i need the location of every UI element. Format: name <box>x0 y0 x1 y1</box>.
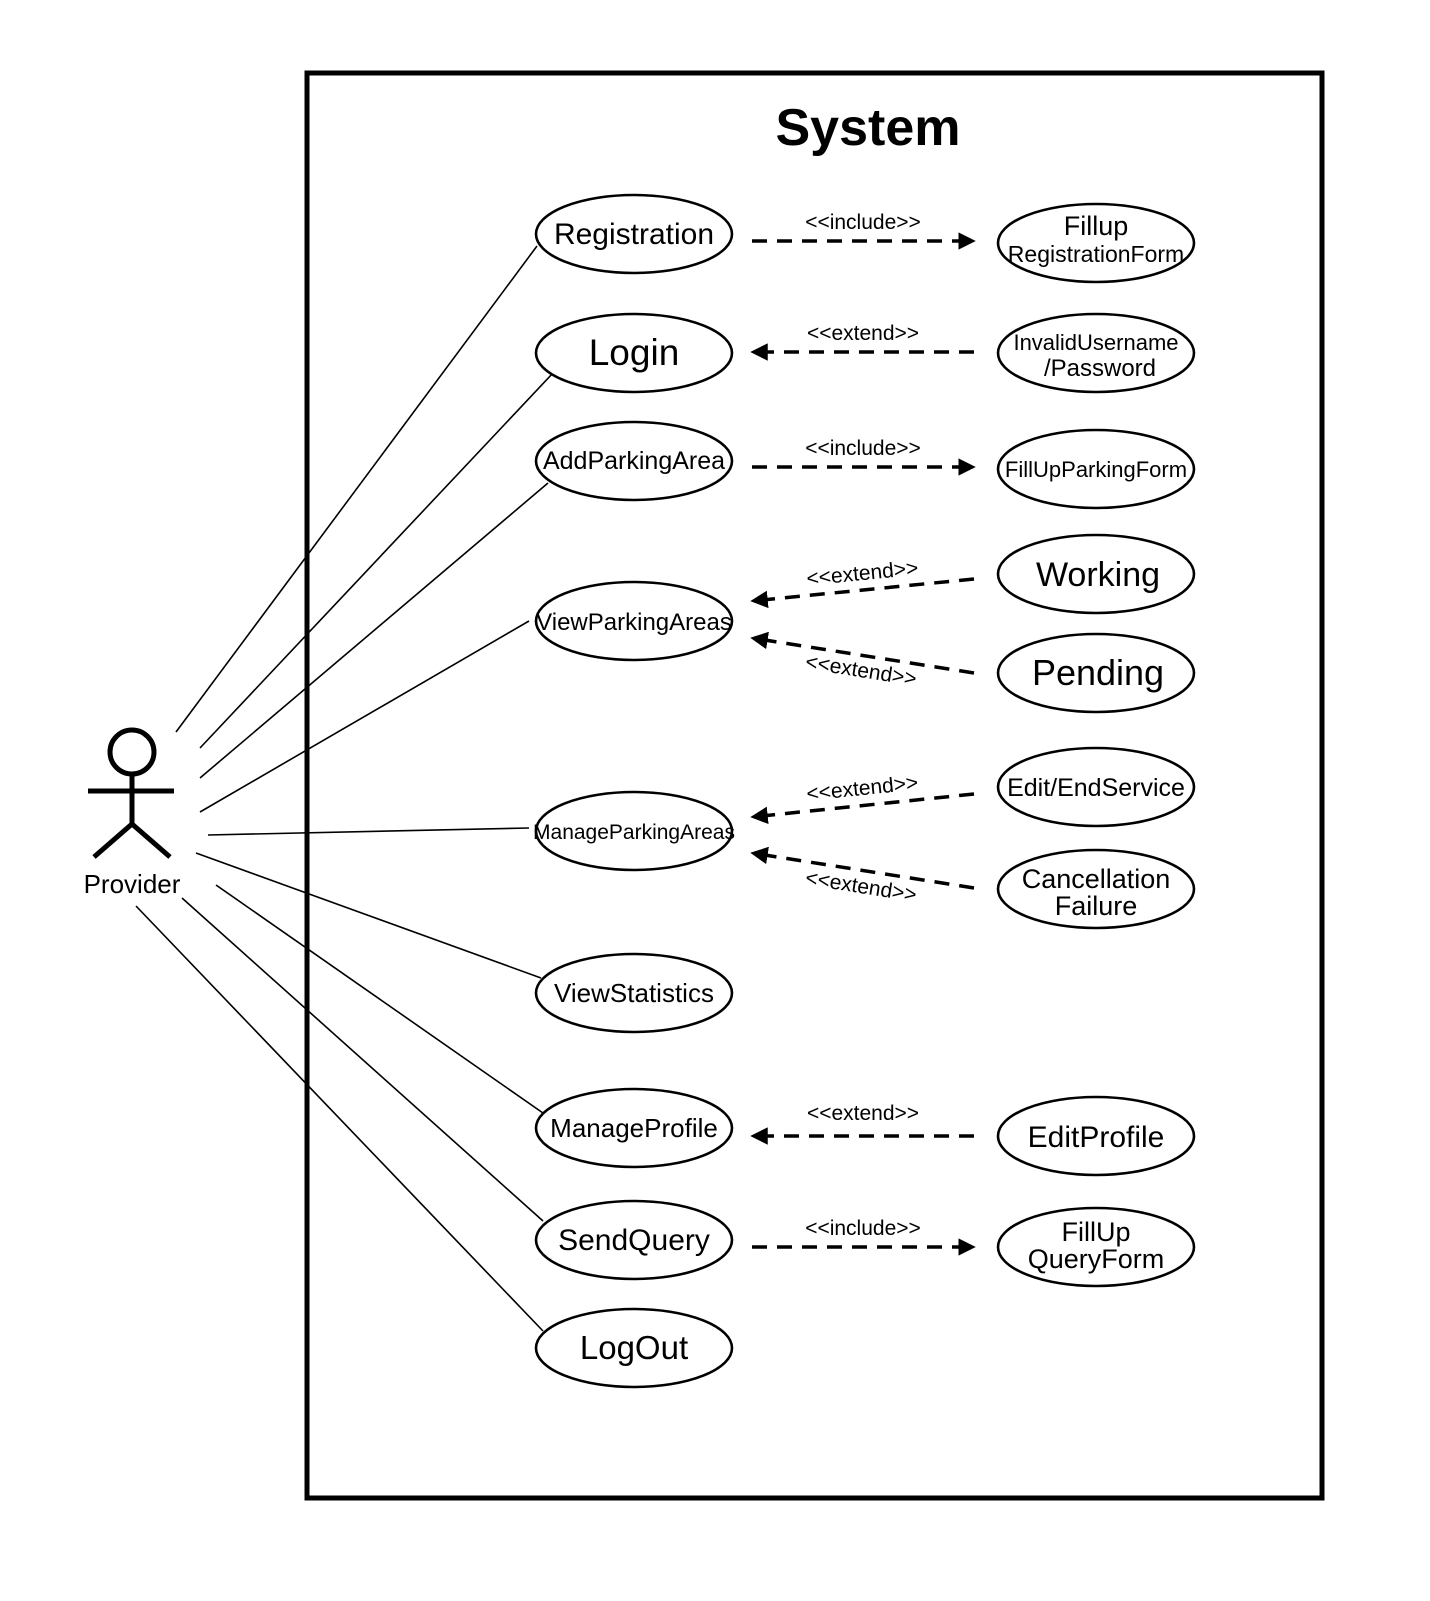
association-lines <box>135 245 554 1332</box>
use-case-label-line-2: RegistrationForm <box>1008 241 1184 267</box>
extend-arrow-working <box>750 577 975 609</box>
actor-provider: Provider <box>84 727 181 899</box>
use-case-ellipse <box>996 428 1196 510</box>
use-case-login[interactable]: Login <box>534 312 734 394</box>
dependency-arrows: <<include>> <<extend>> <<include>> <<ext… <box>750 211 976 1256</box>
association-send-query <box>181 897 544 1222</box>
use-case-ellipse <box>996 1206 1196 1288</box>
actor-left-leg <box>92 822 134 859</box>
use-case-ellipse <box>534 312 734 394</box>
actor-label: Provider <box>84 869 181 899</box>
use-case-label: SendQuery <box>558 1224 710 1257</box>
use-case-ellipse <box>996 202 1196 284</box>
use-case-label-line-1: Fillup <box>1064 211 1129 241</box>
use-case-label: EditProfile <box>1028 1121 1165 1154</box>
association-add-parking-area <box>199 482 549 779</box>
association-login <box>199 372 554 749</box>
use-case-label: Login <box>589 332 680 373</box>
extend-arrow-edit-end-service <box>750 792 975 825</box>
use-case-label-line-1: Cancellation <box>1022 864 1171 894</box>
use-case-manage-profile[interactable]: ManageProfile <box>534 1087 734 1169</box>
use-case-fillup-parking-form[interactable]: FillUpParkingForm <box>996 428 1196 510</box>
extend-label-edit-profile: <<extend>> <box>807 1102 919 1125</box>
use-case-registration[interactable]: Registration <box>534 193 734 275</box>
use-case-label-line-1: FillUp <box>1061 1217 1130 1247</box>
use-case-label: AddParkingArea <box>543 447 725 475</box>
use-case-label: LogOut <box>580 1329 688 1366</box>
use-case-label-line-2: /Password <box>1044 355 1156 382</box>
system-title: System <box>776 99 961 157</box>
use-case-ellipse <box>534 580 734 662</box>
use-case-view-parking-areas[interactable]: ViewParkingAreas <box>534 580 734 662</box>
use-case-label-line-2: Failure <box>1055 891 1138 921</box>
use-case-ellipse <box>996 746 1196 828</box>
use-case-ellipse <box>996 1095 1196 1177</box>
extend-label-edit-end-service: <<extend>> <box>805 771 919 805</box>
use-case-label-line-2: QueryForm <box>1028 1244 1165 1274</box>
use-case-send-query[interactable]: SendQuery <box>534 1199 734 1281</box>
extend-label-login: <<extend>> <box>807 322 919 345</box>
use-case-label: ManageParkingAreas <box>533 821 735 844</box>
association-view-statistics <box>195 852 542 979</box>
extend-arrow-cancellation-failure <box>750 846 975 890</box>
use-case-view-statistics[interactable]: ViewStatistics <box>534 952 734 1034</box>
use-case-ellipse <box>996 533 1196 615</box>
use-case-ellipse <box>534 790 734 872</box>
use-case-label: Edit/EndService <box>1007 774 1185 802</box>
use-case-invalid-username-password[interactable]: InvalidUsername /Password <box>996 312 1196 394</box>
extend-label-cancellation-failure: <<extend>> <box>804 866 918 906</box>
use-case-ellipse <box>996 312 1196 394</box>
use-case-ellipse <box>534 1087 734 1169</box>
use-case-ellipse <box>534 952 734 1034</box>
use-case-label: ViewParkingAreas <box>536 609 732 636</box>
extend-arrow-pending <box>750 631 975 675</box>
association-view-parking-areas <box>199 620 530 813</box>
use-case-manage-parking-areas[interactable]: ManageParkingAreas <box>533 790 735 872</box>
include-label-add-parking-area: <<include>> <box>805 437 921 460</box>
association-registration <box>175 245 538 733</box>
use-case-add-parking-area[interactable]: AddParkingArea <box>534 420 734 502</box>
extend-label-working: <<extend>> <box>805 557 919 591</box>
use-case-ellipse <box>534 1199 734 1281</box>
use-case-ellipse <box>534 193 734 275</box>
association-logout <box>135 905 544 1332</box>
use-case-label: FillUpParkingForm <box>1005 457 1187 482</box>
use-case-fillup-query-form[interactable]: FillUp QueryForm <box>996 1206 1196 1288</box>
use-case-pending[interactable]: Pending <box>996 632 1196 714</box>
actor-head <box>107 727 157 777</box>
use-case-label: Registration <box>554 218 714 251</box>
use-case-fillup-registration-form[interactable]: Fillup RegistrationForm <box>996 202 1196 284</box>
association-manage-profile <box>215 884 544 1114</box>
use-case-logout[interactable]: LogOut <box>534 1307 734 1389</box>
system-boundary <box>304 70 1325 1501</box>
use-case-edit-end-service[interactable]: Edit/EndService <box>996 746 1196 828</box>
use-case-working[interactable]: Working <box>996 533 1196 615</box>
use-case-label: Pending <box>1032 652 1164 693</box>
use-case-ellipse <box>534 420 734 502</box>
use-case-label: ViewStatistics <box>554 978 714 1008</box>
use-case-edit-profile[interactable]: EditProfile <box>996 1095 1196 1177</box>
use-case-ellipse <box>534 1307 734 1389</box>
use-case-ellipse <box>996 632 1196 714</box>
association-manage-parking-areas <box>207 827 530 836</box>
use-case-label: Working <box>1036 556 1160 594</box>
include-label-send-query: <<include>> <box>805 1217 921 1240</box>
include-label-registration: <<include>> <box>805 211 921 234</box>
use-case-ellipse <box>996 848 1196 930</box>
use-case-cancellation-failure[interactable]: Cancellation Failure <box>996 848 1196 930</box>
use-case-label-line-1: InvalidUsername <box>1013 330 1178 355</box>
use-case-label: ManageProfile <box>550 1113 718 1143</box>
actor-right-leg <box>130 822 172 859</box>
